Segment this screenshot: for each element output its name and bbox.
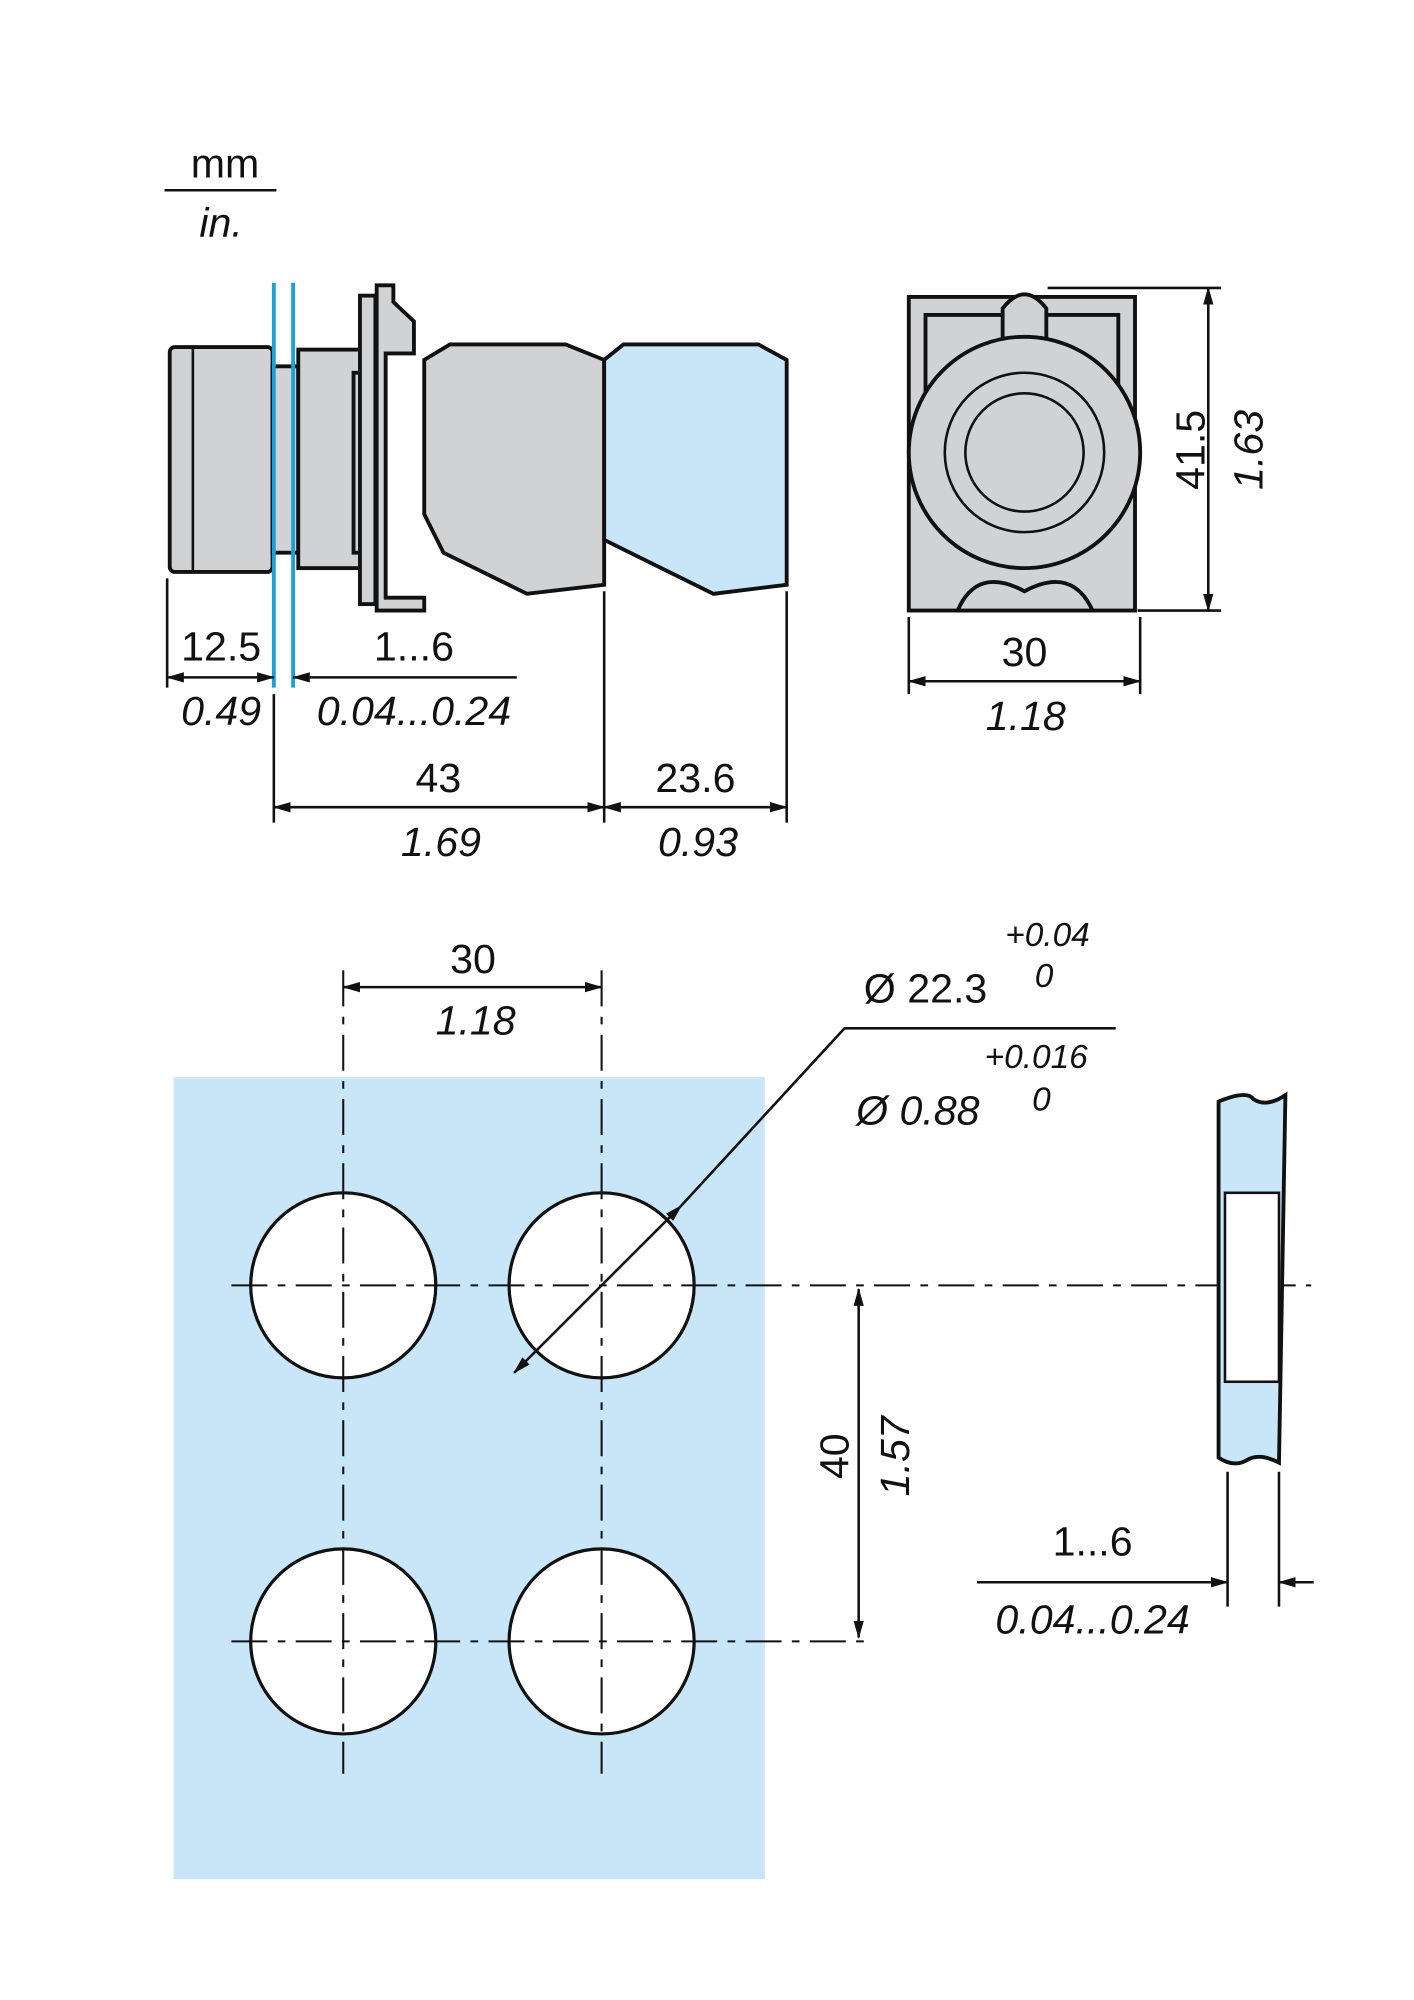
tol-lower-in: 0 — [1032, 1082, 1051, 1119]
tol-lower-mm: 0 — [1035, 958, 1054, 995]
dim-diameter-mm: Ø 22.3 — [864, 966, 987, 1012]
dim-spacing-v-in: 1.57 — [872, 1414, 918, 1496]
button-face — [906, 334, 1143, 571]
dim-thickness-mm: 1...6 — [1053, 1518, 1133, 1564]
panel-cutout: 30 1.18 Ø 22.3 +0.04 0 +0.016 Ø 0.88 0 4… — [173, 917, 1314, 1880]
dim-panel-mm: 1...6 — [374, 624, 454, 670]
side-view: 12.5 0.49 1...6 0.04...0.24 43 1.69 23.6… — [165, 282, 789, 865]
contact-block — [602, 342, 789, 596]
knob — [167, 345, 275, 574]
dim-spacing-h-in: 1.18 — [436, 998, 516, 1044]
dim-width-mm: 30 — [1002, 629, 1048, 675]
dim-body-in: 1.69 — [401, 819, 481, 865]
unit-in: in. — [199, 200, 242, 246]
units-legend: mm in. — [164, 140, 277, 246]
dim-knob-in: 0.49 — [181, 688, 261, 734]
dim-height-in: 1.63 — [1225, 410, 1271, 490]
unit-mm: mm — [191, 140, 260, 186]
dim-block-mm: 23.6 — [655, 755, 735, 801]
body — [422, 342, 607, 596]
dim-height-mm: 41.5 — [1167, 410, 1213, 490]
mounting-flange — [374, 283, 427, 613]
dim-diameter-in: Ø 0.88 — [854, 1088, 980, 1134]
panel — [173, 1077, 765, 1880]
dim-thickness-in: 0.04...0.24 — [995, 1597, 1189, 1643]
dim-panel-in: 0.04...0.24 — [317, 688, 511, 734]
dim-block-in: 0.93 — [658, 819, 738, 865]
tol-upper-in: +0.016 — [985, 1039, 1089, 1076]
dim-body-mm: 43 — [415, 755, 461, 801]
dim-width-in: 1.18 — [986, 693, 1066, 739]
front-view: 41.5 1.63 30 1.18 — [906, 286, 1271, 739]
dim-spacing-v-mm: 40 — [811, 1433, 857, 1479]
dim-knob-mm: 12.5 — [181, 624, 261, 670]
tol-upper-mm: +0.04 — [1005, 917, 1090, 954]
dim-spacing-h-mm: 30 — [450, 936, 496, 982]
